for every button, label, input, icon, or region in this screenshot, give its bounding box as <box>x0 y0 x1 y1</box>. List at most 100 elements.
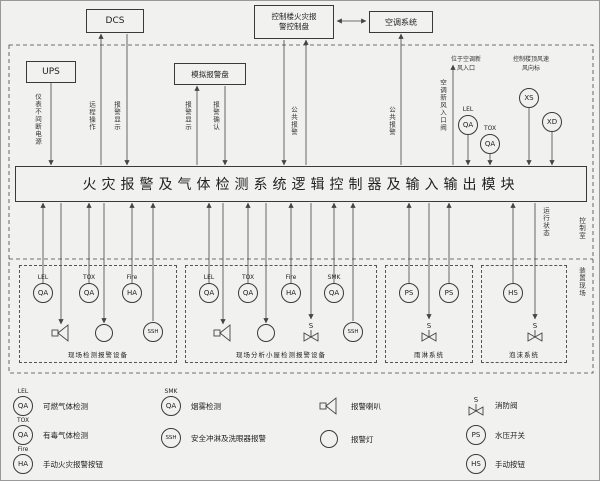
sub-label-smk: SMK <box>164 388 178 395</box>
dcs-box: DCS <box>86 9 144 33</box>
ps-pressure-switch: PS <box>399 283 419 303</box>
analog-panel-label: 模拟报警盘 <box>191 69 229 79</box>
hs-manual-button: HS <box>503 283 523 303</box>
qa-tag: QA <box>165 402 177 410</box>
line-label-ups-power: 仪表不间断电源 <box>33 93 42 146</box>
sub-label-lel: LEL <box>37 274 49 281</box>
line-label-run-status: 运行状态 <box>541 207 550 237</box>
ssh-tag: SSH <box>147 329 159 335</box>
hvac-label: 空调系统 <box>385 17 417 27</box>
svg-text:S: S <box>309 322 314 330</box>
system-boundary-dashed <box>8 44 594 374</box>
qa-lel-detector: QA <box>13 396 33 416</box>
ups-box: UPS <box>26 61 76 83</box>
qa-tag: QA <box>242 289 254 297</box>
qa-tag: QA <box>83 289 95 297</box>
legend-label: 报警灯 <box>351 435 374 444</box>
hs-manual-button: HS <box>466 454 486 474</box>
zone-label-control-room: 控制室 <box>577 217 586 240</box>
line-label-fresh-air-valve: 空调新风入口阀 <box>438 79 447 132</box>
qa-lel-detector: QA <box>33 283 53 303</box>
hs-tag: HS <box>471 460 481 468</box>
sub-label-lel: LEL <box>17 388 29 395</box>
qa-tag: QA <box>17 431 29 439</box>
fire-valve-icon: S <box>468 396 484 416</box>
line-label-hvac-common-alarm: 公共报警 <box>387 106 396 136</box>
qa-tag: QA <box>462 121 474 129</box>
sub-label-tox: TOX <box>483 125 497 132</box>
dcs-label: DCS <box>105 16 125 26</box>
svg-text:S: S <box>427 322 432 330</box>
alarm-lamp-icon <box>257 324 275 342</box>
group-caption: 现场分析小屋检测报警设备 <box>236 351 326 359</box>
line-label-panel-alarm-display: 报警显示 <box>183 101 192 131</box>
line-label-remote-op: 远程操作 <box>87 101 96 131</box>
sub-label-tox: TOX <box>82 274 96 281</box>
controller-label: 火灾报警及气体检测系统逻辑控制器及输入输出模块 <box>82 177 520 193</box>
sub-label-tox: TOX <box>16 417 30 424</box>
group-deluge-system <box>385 265 473 363</box>
ha-tag: HA <box>17 460 29 468</box>
qa-tag: QA <box>328 289 340 297</box>
svg-text:S: S <box>533 322 538 330</box>
fire-valve-icon: S <box>421 322 437 342</box>
legend-label: 烟雾检测 <box>191 402 221 411</box>
qa-tox-detector: QA <box>13 425 33 445</box>
svg-text:S: S <box>474 396 479 404</box>
qa-tag: QA <box>203 289 215 297</box>
qa-lel-detector: QA <box>458 115 478 135</box>
controller-box: 火灾报警及气体检测系统逻辑控制器及输入输出模块 <box>15 166 587 202</box>
ssh-shower-alarm: SSH <box>161 428 181 448</box>
legend-label: 报警喇叭 <box>351 402 381 411</box>
line-label-panel-alarm-ack: 报警确认 <box>211 101 220 131</box>
alarm-lamp-icon <box>95 324 113 342</box>
group-field-detection <box>19 265 177 363</box>
alarm-horn-icon <box>213 324 231 342</box>
ha-fire-callpoint: HA <box>122 283 142 303</box>
group-caption: 雨淋系统 <box>414 351 444 359</box>
alarm-lamp-icon <box>320 430 338 448</box>
group-shelter-detection <box>185 265 377 363</box>
qa-lel-detector: QA <box>199 283 219 303</box>
note-roof-wind: 控制楼顶风速风向标 <box>513 56 550 72</box>
sub-label-smk: SMK <box>327 274 341 281</box>
ha-fire-callpoint: HA <box>281 283 301 303</box>
sub-label-lel: LEL <box>203 274 215 281</box>
xs-wind-speed: XS <box>519 88 539 108</box>
sub-label-fire: Fire <box>126 274 138 281</box>
ha-tag: HA <box>126 289 138 297</box>
ps-tag: PS <box>404 289 414 297</box>
qa-tox-detector: QA <box>79 283 99 303</box>
fire-valve-icon: S <box>527 322 543 342</box>
ps-pressure-switch: PS <box>466 425 486 445</box>
hs-tag: HS <box>508 289 518 297</box>
fire-panel-box: 控制楼火灾报警控制盘 <box>254 5 334 39</box>
qa-tox-detector: QA <box>480 134 500 154</box>
xs-tag: XS <box>524 94 534 102</box>
sub-label-fire: Fire <box>285 274 297 281</box>
xd-tag: XD <box>546 118 558 126</box>
qa-smk-detector: QA <box>161 396 181 416</box>
line-label-dcs-alarm-display: 报警显示 <box>112 101 121 131</box>
qa-tag: QA <box>484 140 496 148</box>
alarm-horn-icon <box>319 397 337 415</box>
legend-label: 手动火灾报警按钮 <box>43 460 103 469</box>
ssh-tag: SSH <box>347 329 359 335</box>
hvac-box: 空调系统 <box>369 11 433 33</box>
ha-tag: HA <box>285 289 297 297</box>
sub-label-tox: TOX <box>241 274 255 281</box>
line-label-fire-common-alarm: 公共报警 <box>289 106 298 136</box>
sub-label-fire: Fire <box>17 446 29 453</box>
group-foam-system <box>481 265 567 363</box>
zone-label-field: 装置现场 <box>577 267 586 297</box>
analog-panel-box: 模拟报警盘 <box>174 63 246 85</box>
ha-fire-callpoint: HA <box>13 454 33 474</box>
ssh-shower-alarm: SSH <box>343 322 363 342</box>
ups-label: UPS <box>42 67 60 77</box>
qa-tox-detector: QA <box>238 283 258 303</box>
qa-tag: QA <box>17 402 29 410</box>
qa-smk-detector: QA <box>324 283 344 303</box>
group-caption: 泡沫系统 <box>509 351 539 359</box>
qa-tag: QA <box>37 289 49 297</box>
